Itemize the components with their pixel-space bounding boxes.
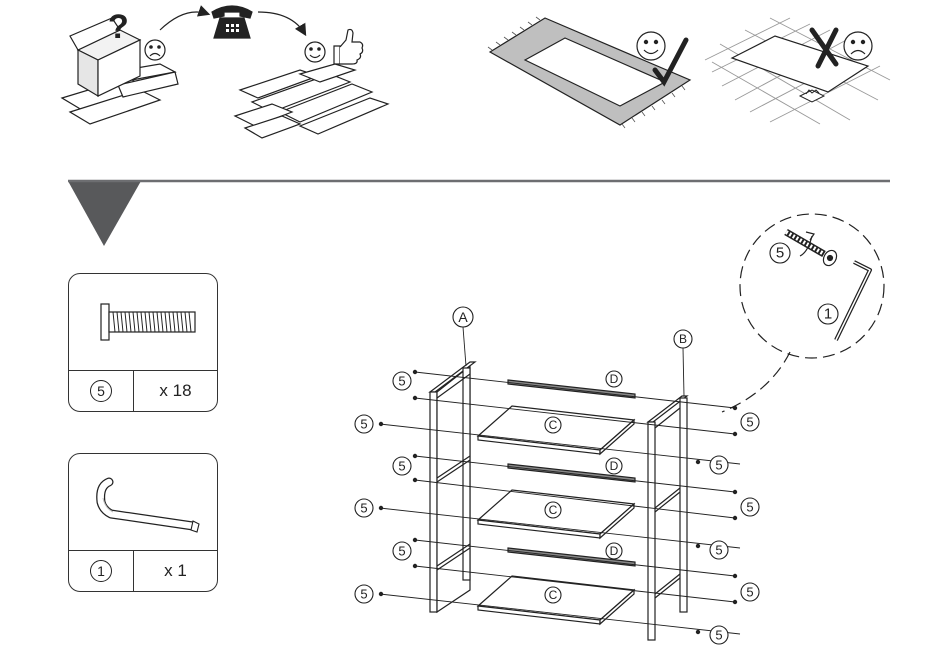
label-bolt: 5: [746, 500, 753, 515]
happy-face-icon: [637, 32, 665, 60]
sad-face-icon: [844, 32, 872, 60]
label-bar-d-middle: D: [610, 459, 619, 473]
step-marker-triangle: [68, 181, 141, 246]
part-card-bolt: 5 x 18: [68, 273, 218, 412]
label-bolt: 5: [715, 628, 722, 643]
part-card-hex-key: 1 x 1: [68, 453, 218, 592]
left-frame-a: [430, 362, 475, 612]
label-bolt: 5: [360, 417, 367, 432]
detail-callout: [722, 214, 884, 412]
debris-icon: [800, 90, 824, 102]
label-detail-bolt: 5: [776, 245, 784, 262]
label-bolt: 5: [746, 585, 753, 600]
part-number: 5: [90, 380, 112, 402]
happy-face-icon: [305, 42, 325, 62]
svg-text:?: ?: [108, 8, 129, 46]
hard-surface-not-ok-illustration: [705, 18, 890, 124]
right-frame-b: [648, 396, 687, 640]
label-shelf-c-bottom: C: [549, 588, 558, 602]
part-quantity: x 1: [134, 551, 217, 591]
label-detail-key: 1: [824, 306, 832, 323]
label-bolt: 5: [398, 544, 405, 559]
soft-surface-ok-illustration: [488, 17, 690, 128]
sad-face-icon: [145, 40, 165, 60]
label-bolt: 5: [398, 459, 405, 474]
hex-key-icon: [69, 454, 217, 550]
bolt-icon: [69, 274, 217, 370]
telephone-icon: [212, 6, 252, 38]
label-bolt: 5: [715, 543, 722, 558]
label-bar-d-bottom: D: [610, 544, 619, 558]
label-bolt: 5: [715, 458, 722, 473]
label-shelf-c-middle: C: [549, 503, 558, 517]
label-bolt: 5: [746, 415, 753, 430]
label-shelf-c-top: C: [549, 418, 558, 432]
label-bolt: 5: [360, 587, 367, 602]
unpack-check-illustration: ?: [62, 6, 388, 138]
label-frame-a: A: [458, 309, 468, 325]
label-bolt: 5: [360, 501, 367, 516]
label-bolt: 5: [398, 374, 405, 389]
part-number: 1: [90, 560, 112, 582]
label-frame-b: B: [679, 332, 687, 346]
label-bar-d-top: D: [610, 372, 619, 386]
thumbs-up-icon: [334, 29, 363, 64]
part-quantity: x 18: [134, 371, 217, 411]
